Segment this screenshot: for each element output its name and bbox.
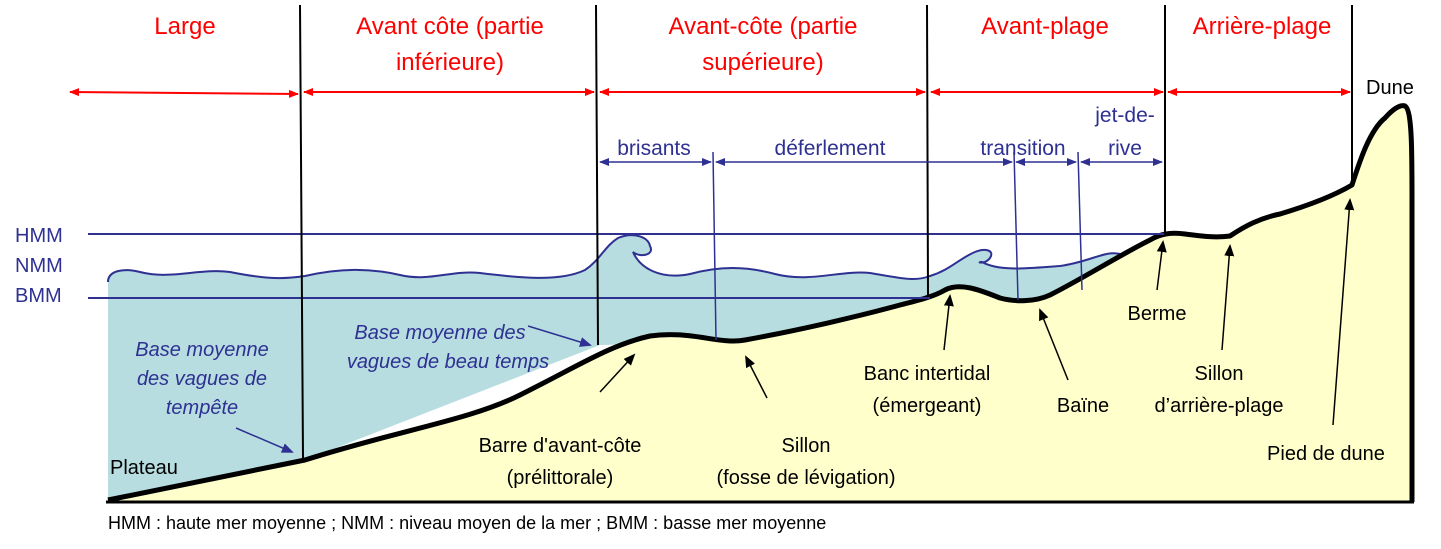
subzone-divider-2 xyxy=(1013,151,1019,301)
legend-text: HMM : haute mer moyenne ; NMM : niveau m… xyxy=(108,513,826,533)
wave-base-tempete-1: Base moyenne xyxy=(135,339,268,361)
feature-label-banc-1: Banc intertidal xyxy=(864,363,991,385)
pointer-base-beau-temps xyxy=(527,325,592,347)
subzone-divider-1 xyxy=(712,151,717,341)
water-body xyxy=(108,235,1120,501)
feature-label-pied-dune: Pied de dune xyxy=(1267,443,1385,465)
boundary-large xyxy=(299,4,304,459)
wave-base-tempete-2: des vagues de xyxy=(137,368,267,390)
zone-label-arriere-plage: Arrière-plage xyxy=(1193,13,1332,40)
subzone-label-transition: transition xyxy=(980,137,1065,160)
zone-label-avant-plage: Avant-plage xyxy=(981,13,1109,40)
subzone-divider-3 xyxy=(1077,151,1083,291)
pointer-baine xyxy=(1039,308,1069,381)
subzone-label-jet-de-rive-2: rive xyxy=(1108,137,1142,160)
beach-profile-line xyxy=(107,103,1415,503)
zone-label-avant-cote-sup-2: supérieure) xyxy=(702,49,823,76)
zone-label-avant-cote-inf-2: inférieure) xyxy=(396,49,504,76)
zone-arrow-large xyxy=(69,88,299,98)
feature-label-banc-2: (émergeant) xyxy=(873,395,982,417)
boundary-avant-plage xyxy=(926,4,929,297)
feature-label-baine: Baïne xyxy=(1057,395,1109,417)
pointer-pied-dune xyxy=(1332,198,1355,426)
feature-label-barre-2: (prélittorale) xyxy=(507,467,614,489)
feature-label-plateau: Plateau xyxy=(110,457,178,479)
pointer-sillon-arriere xyxy=(1221,244,1235,351)
subzone-label-jet-de-rive-1: jet-de- xyxy=(1094,104,1155,127)
subzone-label-brisants: brisants xyxy=(617,137,691,160)
wave-base-beau-temps-2: vagues de beau temps xyxy=(347,351,549,373)
zone-label-large: Large xyxy=(154,13,215,40)
zone-label-avant-cote-inf-1: Avant côte (partie xyxy=(356,13,544,40)
pointer-sillon xyxy=(745,355,768,399)
feature-label-sillon-2: (fosse de lévigation) xyxy=(717,467,896,489)
level-label-bmm: BMM xyxy=(15,285,62,307)
wave-base-beau-temps-1: Base moyenne des xyxy=(354,322,525,344)
boundary-avant-cote xyxy=(595,4,599,346)
feature-label-berme: Berme xyxy=(1128,303,1187,325)
pointer-base-tempete xyxy=(235,427,294,453)
feature-label-sillon-1: Sillon xyxy=(782,435,831,457)
zone-label-avant-cote-sup-1: Avant-côte (partie xyxy=(669,13,858,40)
wave-surface-line xyxy=(107,234,1121,283)
pointer-berme xyxy=(1156,240,1167,291)
sand-body xyxy=(108,105,1412,502)
feature-label-sillon-arriere-2: d’arrière-plage xyxy=(1155,395,1284,417)
level-label-hmm: HMM xyxy=(15,225,63,247)
pointer-barre xyxy=(599,353,636,393)
feature-label-barre-1: Barre d'avant-côte xyxy=(479,435,642,457)
pointer-banc xyxy=(943,294,954,351)
feature-label-sillon-arriere-1: Sillon xyxy=(1195,363,1244,385)
feature-label-dune: Dune xyxy=(1366,77,1414,99)
subzone-label-deferlement: déferlement xyxy=(775,137,886,160)
level-label-nmm: NMM xyxy=(15,255,63,277)
wave-base-tempete-3: tempête xyxy=(166,397,238,419)
